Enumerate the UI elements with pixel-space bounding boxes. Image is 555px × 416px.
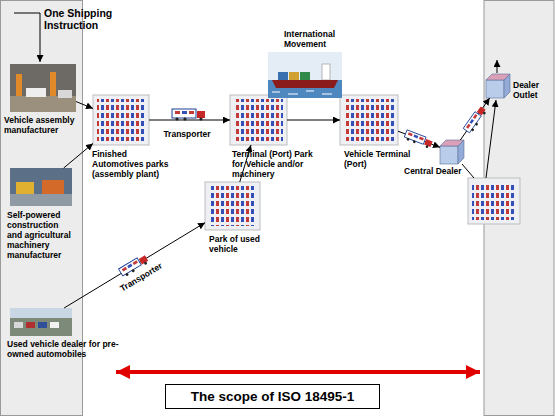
- dealer-cube: [440, 140, 464, 164]
- manufacturer-node: Self-powered construction and agricultur…: [10, 168, 72, 206]
- flow-line: [486, 100, 496, 178]
- outlet-arrow: [497, 60, 498, 73]
- sea: [268, 80, 342, 98]
- note-label: One Shipping Instruction: [44, 7, 122, 31]
- container: [289, 72, 299, 80]
- machine-body: [16, 182, 34, 194]
- container: [300, 72, 310, 80]
- shipping-node: International Movement: [268, 52, 342, 98]
- flow-arrow: [287, 120, 340, 121]
- photo-floor: [10, 96, 76, 112]
- node-caption: Finished Automotives parks (assembly pla…: [92, 149, 180, 179]
- robot-arm: [50, 72, 56, 96]
- sky: [268, 52, 342, 98]
- photo-background: [10, 308, 72, 336]
- node-caption: Used vehicle dealer for pre-owned automo…: [7, 339, 125, 359]
- parking-lot: [340, 95, 398, 145]
- node-caption: Vehicle assembly manufacturer: [4, 115, 94, 135]
- cube-side: [504, 74, 510, 98]
- truck-icon: [172, 109, 205, 121]
- wave: [272, 91, 332, 94]
- edge-label: Transporter: [163, 129, 210, 139]
- lot-outline: [340, 95, 398, 145]
- node-caption: Terminal (Port) Park for Vehicle and/or …: [232, 149, 314, 179]
- photo-background: [10, 64, 76, 112]
- lot-cars: [472, 182, 516, 220]
- lot-outline: [205, 182, 260, 230]
- machine-body: [42, 180, 64, 194]
- parking-lot: [93, 95, 149, 145]
- node-caption: International Movement: [284, 29, 346, 49]
- photo-floor: [10, 194, 72, 206]
- flow-arrow: [64, 223, 205, 308]
- flow-arrow: [64, 143, 93, 168]
- truck-icon: [463, 105, 487, 134]
- ship-picture: [268, 52, 342, 98]
- car-body: [26, 322, 35, 328]
- factory-photo: [10, 64, 76, 112]
- flow-arrow: [76, 102, 93, 109]
- machinery-photo: [10, 168, 72, 206]
- lot-outline: [230, 95, 287, 145]
- port-terminal-node: Terminal (Port) Park for Vehicle and/or …: [230, 95, 287, 145]
- scope-title: The scope of ISO 18495-1: [166, 385, 379, 408]
- photo-sky: [10, 308, 72, 318]
- car-body: [26, 88, 46, 97]
- cube-front: [440, 146, 458, 164]
- node-caption: Dealer Outlet: [513, 80, 547, 100]
- lot-cars: [344, 99, 394, 141]
- node-caption: Central Dealer: [404, 166, 470, 176]
- dealer-node: Used vehicle dealer for pre-owned automo…: [10, 308, 72, 336]
- ship-bridge: [322, 64, 330, 80]
- node-caption: Park of used vehicle: [209, 234, 267, 254]
- scope-box: The scope of ISO 18495-1: [165, 384, 380, 409]
- cube-side: [458, 140, 464, 164]
- car-body: [50, 322, 59, 328]
- dealer-cube: [486, 74, 510, 98]
- flow-arrow: [149, 120, 230, 121]
- container: [278, 72, 288, 80]
- ship-hull: [272, 80, 338, 88]
- lot-cars: [234, 99, 283, 141]
- car-body: [14, 322, 23, 328]
- node-caption: Self-powered construction and agricultur…: [7, 210, 73, 260]
- manufacturer-node: Vehicle assembly manufacturer: [10, 64, 76, 112]
- port-terminal-node: Vehicle Terminal (Port): [340, 95, 398, 145]
- car-body: [38, 322, 47, 328]
- truck-icon: [403, 130, 433, 149]
- photo-background: [10, 168, 72, 206]
- car-body: [58, 90, 72, 98]
- vehicle-park-node: Park of used vehicle: [205, 182, 260, 230]
- flow-arrow: [460, 98, 489, 140]
- scope-arrow: [116, 370, 480, 374]
- parking-lot: [468, 178, 520, 224]
- cube-front: [486, 80, 504, 98]
- robot-arm: [16, 74, 22, 96]
- lot-outline: [468, 178, 520, 224]
- parking-lot: [230, 95, 287, 145]
- lot-cars: [209, 186, 256, 226]
- dealer-node: Central Dealer: [440, 140, 464, 164]
- dealer-node: Dealer Outlet: [486, 74, 510, 98]
- lot-outline: [93, 95, 149, 145]
- instruction-arrow: [14, 13, 40, 62]
- used-car-lot-photo: [10, 308, 72, 336]
- parking-lot: [205, 182, 260, 230]
- lot-cars: [97, 99, 145, 141]
- flow-line: [462, 164, 474, 178]
- vehicle-park-node: Finished Automotives parks (assembly pla…: [93, 95, 149, 145]
